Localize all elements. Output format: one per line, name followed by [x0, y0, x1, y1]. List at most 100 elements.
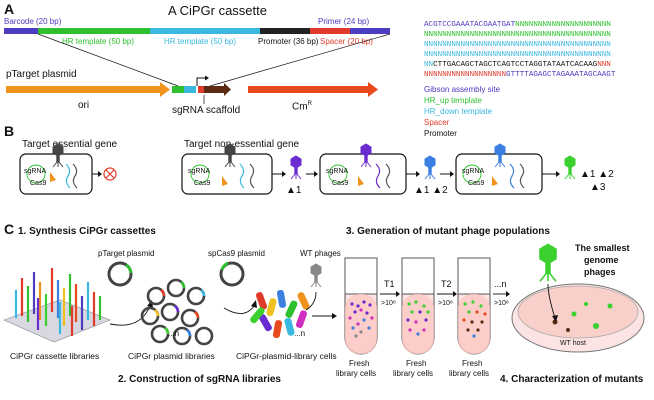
spacer-label: Spacer (20 bp) [320, 37, 373, 46]
panel-a-letter: A [4, 1, 15, 17]
spacer-segment [310, 28, 350, 34]
plaque [552, 319, 558, 325]
cell1-cas9-label: Cas9 [194, 180, 211, 187]
nonessential-title: Target non-essential gene [184, 139, 300, 150]
array-plate [3, 299, 111, 343]
cells-dots: ...n [294, 329, 306, 338]
mutation-1-2: ▲1 ▲2 [414, 185, 448, 196]
promoter-label: Promoter (36 bp) [258, 37, 319, 46]
titer-1: >10⁸ [381, 300, 396, 307]
cell1-sgrna-label: sgRNA [188, 168, 211, 175]
legend-item: HR_up template [424, 96, 482, 105]
spcas9-label: spCas9 plasmid [208, 249, 265, 258]
cassette-hr-down [184, 86, 196, 93]
plaque [566, 328, 570, 332]
legend-item: Spacer [424, 118, 450, 127]
sequence-block: ACGTCCGAAATACGAATGATNNNNNNNNNNNNNNNNNNNN… [424, 20, 615, 80]
sequence-line: NNNNNNNNNNNNNNNNNNNNNNNNNNNNNNNNNNNNNNNN… [424, 30, 615, 40]
step3-title: 3. Generation of mutant phage population… [346, 226, 550, 237]
wt-phages-label: WT phages [300, 249, 341, 258]
library-cells-2: library cells [393, 369, 434, 378]
sequence-line: NNNNNNNNNNNNNNNNNNGTTTTAGAGCTAGAAATAGCAA… [424, 70, 615, 80]
step1-title: 1. Synthesis CiPGr cassettes [18, 226, 156, 237]
primer-label: Primer (24 bp) [318, 17, 370, 26]
hr-down-label: HR template (50 bp) [164, 37, 237, 46]
plaque [593, 323, 599, 329]
sequence-line: NNNNNNNNNNNNNNNNNNNNNNNNNNNNNNNNNNNNNNNN… [424, 50, 615, 60]
panel-b-letter: B [4, 123, 15, 139]
fresh-2: Fresh [406, 359, 427, 368]
t2-label: T2 [441, 279, 452, 289]
library-cells-3: library cells [449, 369, 490, 378]
legend-item: HR_down template [424, 107, 493, 116]
fresh-1: Fresh [349, 359, 370, 368]
sequence-segment: NNNNNNNNNNNNNNNNNNNNNNNNNNNNNNNNNNNNNNNN… [424, 41, 611, 49]
blocked-icon [103, 167, 117, 181]
essential-title: Target essential gene [22, 139, 118, 150]
smallest-label-2: genome [584, 255, 619, 265]
plasmid-dots: ...n [168, 329, 180, 338]
hr-up-segment [38, 28, 150, 34]
wt-host-label: WT host [560, 340, 586, 347]
sequence-line: ACGTCCGAAATACGAATGATNNNNNNNNNNNNNNNNNNNN… [424, 20, 615, 30]
promoter-segment [260, 28, 310, 34]
cell3-sgrna-label: sgRNA [462, 168, 485, 175]
cell2-cas9-label: Cas9 [332, 180, 349, 187]
mutation-final-a: ▲1 ▲2 [580, 169, 614, 180]
promoter-arrow [196, 77, 205, 86]
tn-label: ...n [494, 279, 507, 289]
tube-2 [401, 257, 435, 355]
primer-segment [350, 28, 390, 34]
smallest-label-1: The smallest [575, 243, 630, 253]
sequence-segment: NNNNNNNNNNNNNNNNNNNNNNNNNNNNNNNNNNNNNNNN… [424, 31, 611, 39]
sequence-segment: ACGTCCGAAATACGAATGAT [424, 21, 516, 29]
ptarget-c-label: pTarget plasmid [98, 249, 155, 258]
plaque [584, 302, 588, 306]
step4-title: 4. Characterization of mutants [500, 374, 644, 385]
ori-label: ori [78, 100, 90, 111]
ptarget-label: pTarget plasmid [6, 69, 77, 80]
panel-c-letter: C [4, 221, 15, 237]
cassette-hr-up [172, 86, 184, 93]
ptarget-ring [107, 261, 133, 287]
library-cells-1: library cells [336, 369, 377, 378]
cell3-cas9-label: Cas9 [468, 180, 485, 187]
plasmid-library-label: CiPGr plasmid libraries [128, 351, 215, 361]
fresh-3: Fresh [462, 359, 483, 368]
ori-arrow [6, 86, 160, 93]
plaque [571, 311, 577, 317]
scaffold-arrow [204, 86, 224, 93]
sequence-segment: NNNNNNNNNNNNNNNNNNNNN [515, 21, 611, 29]
sequence-line: NNCTTGACAGCTAGCTCAGTCCTAGGTATAATCACAAGNN… [424, 60, 615, 70]
titer-2: >10⁸ [438, 300, 453, 307]
plaque [607, 303, 613, 309]
essential-cas9-label: Cas9 [30, 180, 47, 187]
mutation-1: ▲1 [286, 185, 302, 196]
barcode-segment [4, 28, 38, 34]
hr-down-segment [150, 28, 260, 34]
sequence-segment: NNN [597, 61, 611, 69]
hr-up-label: HR template (50 bp) [62, 37, 135, 46]
sequence-segment: NNNNNNNNNNNNNNNNNNNNNNNNNNNNNNNNNNNNNNNN… [424, 51, 611, 59]
sequence-segment: CTTGACAGCTAGCTCAGTCCTAGGTATAATCACAAG [433, 61, 598, 69]
sequence-segment: GTTTTAGAGCTAGAAATAGCAAGT [506, 71, 616, 79]
cassette-library-label: CiPGr cassette libraries [10, 351, 100, 361]
cm-arrow [248, 86, 368, 93]
titer-3: >10⁸ [494, 300, 509, 307]
tube-1 [344, 257, 378, 355]
legend-item: Promoter [424, 129, 457, 138]
mutation-final-b: ▲3 [590, 182, 606, 193]
sequence-segment: NNNNNNNNNNNNNNNNNN [424, 71, 507, 79]
cassette-bars [14, 268, 102, 336]
step2-title: 2. Construction of sgRNA libraries [118, 374, 281, 385]
essential-sgrna-label: sgRNA [24, 168, 47, 175]
sequence-line: NNNNNNNNNNNNNNNNNNNNNNNNNNNNNNNNNNNNNNNN… [424, 40, 615, 50]
legend-item: Gibson assembly site [424, 85, 501, 94]
scaffold-label: sgRNA scaffold [172, 105, 241, 116]
cassette-title: A CiPGr cassette [168, 3, 267, 18]
cells-library-label: CiPGr-plasmid-library cells [236, 351, 337, 361]
barcode-label: Barcode (20 bp) [4, 17, 62, 26]
cassette-spacer [198, 86, 204, 93]
spcas9-ring [219, 261, 245, 287]
